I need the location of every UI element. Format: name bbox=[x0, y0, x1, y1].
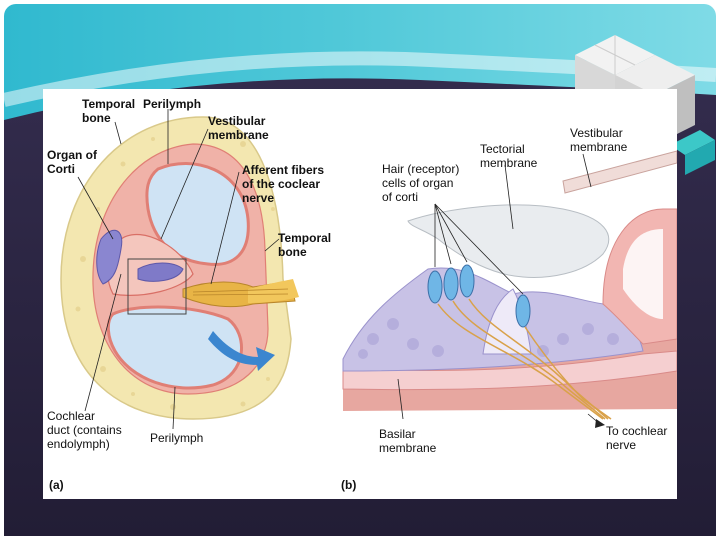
label-tectorial-membrane: Tectorial membrane bbox=[480, 142, 538, 170]
panel-a-letter: (a) bbox=[49, 478, 64, 492]
label-to-cochlear-nerve: To cochlear nerve bbox=[606, 424, 668, 452]
panel-b-letter: (b) bbox=[341, 478, 356, 492]
diagram-panel: (a) (b) Temporal bone Perilymph Vestibul… bbox=[43, 89, 677, 499]
label-temporal-bone-right: Temporal bone bbox=[278, 231, 332, 259]
label-vestibular-membrane-a: Vestibular membrane bbox=[208, 114, 269, 142]
organ-of-corti-detail bbox=[342, 150, 677, 428]
label-hair-cells: Hair (receptor) cells of organ of corti bbox=[382, 162, 460, 204]
label-cochlear-duct: Cochlear duct (contains endolymph) bbox=[47, 409, 122, 451]
cochlea-illustration: (a) (b) bbox=[49, 109, 677, 492]
label-afferent-fibers: Afferent fibers of the coclear nerve bbox=[242, 163, 325, 205]
label-perilymph-top: Perilymph bbox=[143, 97, 202, 111]
label-organ-of-corti: Organ of Corti bbox=[47, 148, 97, 176]
label-perilymph-bottom: Perilymph bbox=[150, 431, 204, 445]
label-basilar-membrane: Basilar membrane bbox=[379, 427, 437, 455]
label-temporal-bone-top: Temporal bone bbox=[82, 97, 136, 125]
cochlea-cross-section bbox=[60, 109, 299, 430]
label-vestibular-membrane-b: Vestibular membrane bbox=[570, 126, 628, 154]
